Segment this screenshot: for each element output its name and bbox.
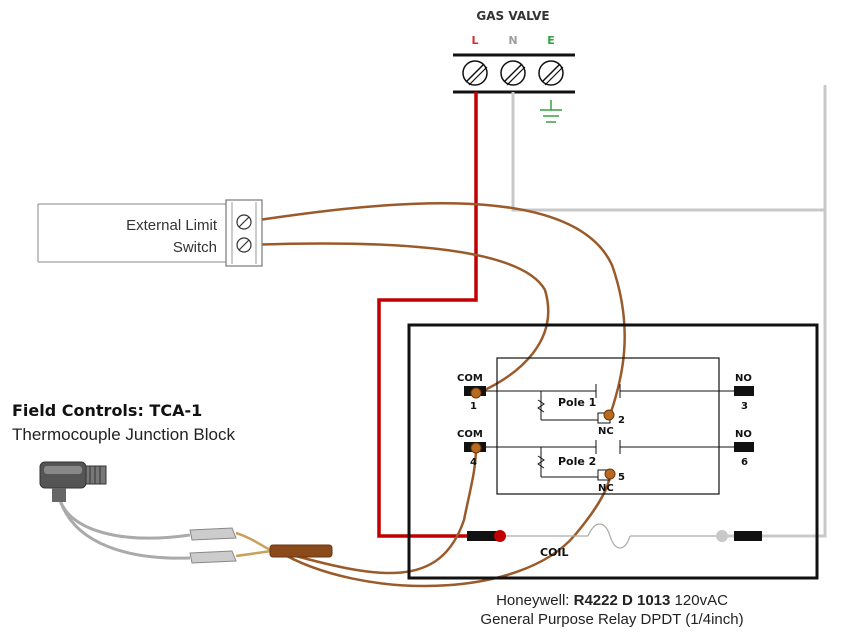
field-controls-subtitle: Thermocouple Junction Block [12,425,236,444]
com4-wire-dot [470,442,482,454]
relay-inner-frame [496,357,720,495]
no6-number: 6 [741,457,748,468]
coil: COIL [467,523,762,559]
gas-valve-title: GAS VALVE [476,9,549,23]
relay-caption-line1: Honeywell: R4222 D 1013 120vAC [496,592,728,609]
coil-hot-dot [494,530,506,542]
coil-terminal-right [734,531,762,541]
field-controls-title: Field Controls: TCA-1 [12,401,202,420]
coil-winding-icon [587,523,631,549]
pole2-label: Pole 2 [558,455,596,468]
nc5-label: NC [598,483,614,494]
no6-terminal [734,442,754,452]
nc2-label: NC [598,426,614,437]
hot-wire [377,92,500,538]
limit-switch-label-line2: Switch [173,239,217,256]
relay: COM 1 COM 4 NO 3 NO 6 Pole 1 NC 2 [407,323,819,580]
no3-terminal [734,386,754,396]
com1-wire-dot [470,387,482,399]
pole1-label: Pole 1 [558,396,596,409]
coil-terminal-left [467,531,499,541]
screw-icon [236,237,252,253]
spade-connector [189,550,237,564]
neutral-wire [511,85,827,538]
caption-model: R4222 D 1013 [574,592,671,609]
nc5-wire-dot [604,468,616,480]
ground-icon [540,100,562,123]
spade-connector [189,527,237,541]
nc5-number: 5 [618,472,625,483]
coil-neutral-dot [716,530,728,542]
limit-switch-label-line1: External Limit [126,217,218,234]
nc2-number: 2 [618,415,625,426]
screw-terminal-n [500,60,526,86]
screw-terminal-l [462,60,488,86]
relay-frame [407,323,819,580]
thermo-wire-a [277,446,478,575]
terminal-label-l: L [471,34,478,47]
thermocouple-image [39,461,333,564]
relay-caption-line2: General Purpose Relay DPDT (1/4inch) [480,611,743,628]
caption-brand: Honeywell: [496,592,574,609]
com4-number: 4 [470,457,477,468]
gas-valve: GAS VALVE L N E [453,9,575,123]
coil-label: COIL [540,546,569,559]
com1-label: COM [457,373,483,384]
com1-number: 1 [470,401,477,412]
thermo-wire-b [277,475,612,588]
limit-switch-wire-a [244,201,626,416]
limit-switch-wire-b [244,242,550,396]
screw-icon [236,214,252,230]
pole1-contacts [486,384,734,424]
no3-number: 3 [741,401,748,412]
nc2-wire-dot [603,409,615,421]
no6-label: NO [735,429,752,440]
screw-terminal-e [538,60,564,86]
no3-label: NO [735,373,752,384]
terminal-label-e: E [547,34,555,47]
thermo-sleeve [269,544,333,558]
terminal-label-n: N [508,34,517,47]
external-limit-switch: External Limit Switch [37,199,263,267]
limit-switch-terminal-block [225,199,263,267]
caption-voltage: 120vAC [670,592,728,609]
com4-label: COM [457,429,483,440]
